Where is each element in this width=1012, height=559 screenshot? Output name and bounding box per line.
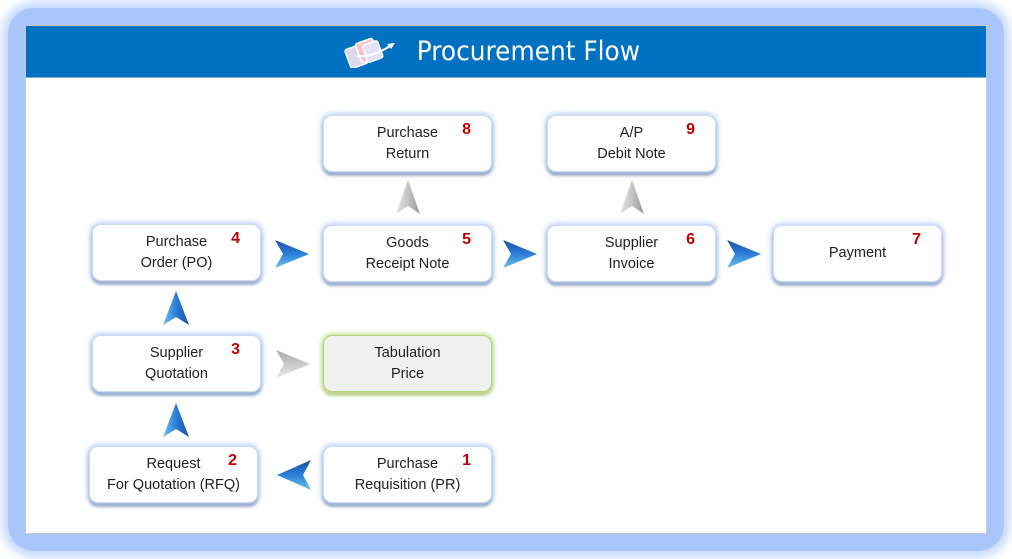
arrow-right-icon [503, 240, 537, 268]
step-supplier-quotation[interactable]: Supplier Quotation 3 [92, 335, 261, 392]
step-label: Payment [828, 245, 887, 261]
step-label: Goods Receipt Note [365, 234, 450, 272]
step-number: 4 [231, 230, 240, 247]
page-title: Procurement Flow [416, 36, 640, 67]
step-supplier-invoice[interactable]: Supplier Invoice 6 [547, 225, 716, 282]
arrow-right-gray-icon [276, 350, 310, 378]
arrow-left-icon [277, 460, 311, 490]
step-label: Purchase Return [376, 124, 439, 162]
step-label: Purchase Order (PO) [140, 233, 213, 271]
step-label: Supplier Invoice [604, 234, 659, 272]
arrow-right-icon [727, 240, 761, 268]
step-number: 1 [462, 452, 471, 469]
step-ap-debit-note[interactable]: A/P Debit Note 9 [547, 115, 716, 172]
step-purchase-order[interactable]: Purchase Order (PO) 4 [92, 224, 261, 281]
header-bar: Procurement Flow [26, 26, 986, 78]
step-label: Request For Quotation (RFQ) [107, 455, 240, 493]
documents-check-icon [343, 37, 395, 68]
step-purchase-requisition[interactable]: Purchase Requisition (PR) 1 [323, 446, 492, 503]
step-number: 5 [462, 231, 471, 248]
step-purchase-return[interactable]: Purchase Return 8 [323, 115, 492, 172]
step-tabulation-price[interactable]: Tabulation Price [323, 335, 492, 392]
step-goods-receipt-note[interactable]: Goods Receipt Note 5 [323, 225, 492, 282]
arrow-up-gray-icon [396, 180, 420, 214]
step-number: 8 [462, 121, 471, 138]
arrow-up-icon [163, 403, 189, 437]
step-label: A/P Debit Note [597, 124, 666, 162]
arrow-up-icon [163, 291, 189, 325]
step-label: Supplier Quotation [145, 344, 208, 382]
step-label: Purchase Requisition (PR) [354, 455, 461, 493]
step-number: 2 [228, 452, 237, 469]
step-number: 3 [231, 341, 240, 358]
step-number: 6 [686, 231, 695, 248]
step-payment[interactable]: Payment 7 [773, 225, 942, 282]
arrow-up-gray-icon [620, 180, 644, 214]
step-label: Tabulation Price [374, 344, 441, 382]
step-number: 7 [912, 231, 921, 248]
step-number: 9 [686, 121, 695, 138]
arrow-right-icon [275, 240, 309, 268]
step-request-for-quotation[interactable]: Request For Quotation (RFQ) 2 [89, 446, 258, 503]
